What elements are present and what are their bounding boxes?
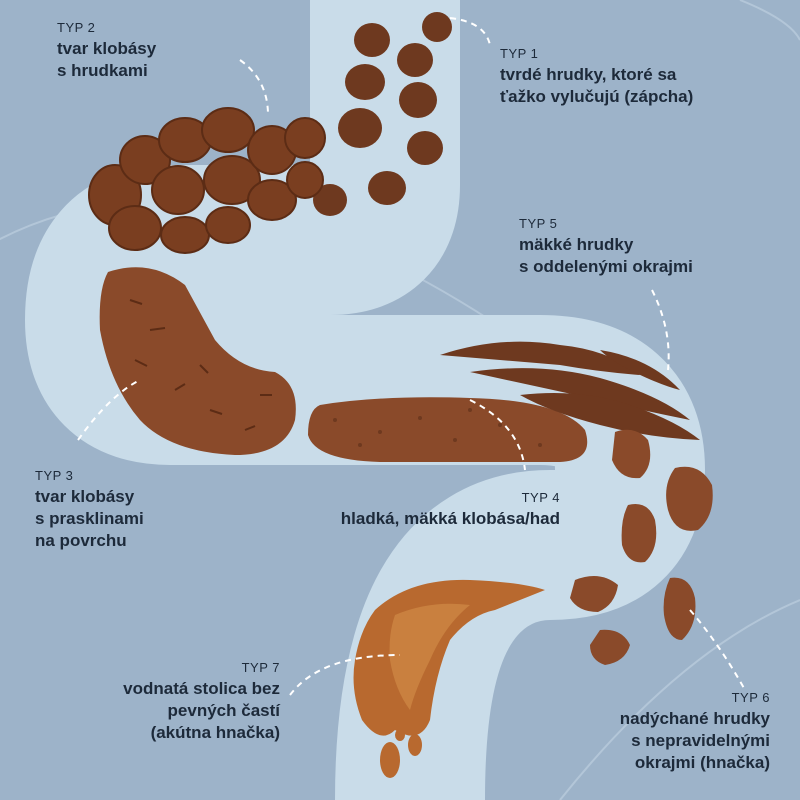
typ5-label: TYP 5 mäkké hrudky s oddelenými okrajmi <box>519 216 693 278</box>
typ1-label: TYP 1 tvrdé hrudky, ktoré sa ťažko vyluč… <box>500 46 693 108</box>
typ4-pointer <box>469 399 526 471</box>
typ3-title: TYP 3 <box>35 468 74 483</box>
typ7-desc-line1: vodnatá stolica bez <box>123 679 280 698</box>
typ6-desc-line1: nadýchané hrudky <box>619 709 770 728</box>
typ6-desc-line3: okrajmi (hnačka) <box>634 753 770 772</box>
typ4-label: TYP 4 hladká, mäkká klobása/had <box>341 490 560 530</box>
typ4-title: TYP 4 <box>521 490 560 505</box>
typ2-label: TYP 2 tvar klobásy s hrudkami <box>57 20 156 82</box>
typ7-desc-line2: pevných častí <box>167 701 280 720</box>
typ1-pointer <box>449 17 491 46</box>
typ3-desc-line3: na povrchu <box>35 531 127 550</box>
typ7-title: TYP 7 <box>241 660 280 675</box>
typ5-desc-line1: mäkké hrudky <box>519 235 634 254</box>
typ2-desc-line2: s hrudkami <box>57 61 148 80</box>
typ7-pointer <box>289 654 401 696</box>
typ6-stool <box>570 429 713 665</box>
typ7-label: TYP 7 vodnatá stolica bez pevných častí … <box>123 660 280 744</box>
typ2-stool <box>88 107 326 254</box>
typ4-desc-line1: hladká, mäkká klobása/had <box>340 509 560 528</box>
typ3-stool <box>99 267 296 455</box>
typ3-pointer <box>77 379 141 441</box>
typ7-stool <box>353 579 545 778</box>
typ5-title: TYP 5 <box>519 216 558 231</box>
typ5-stool <box>440 341 700 440</box>
typ1-title: TYP 1 <box>500 46 539 61</box>
typ2-title: TYP 2 <box>57 20 96 35</box>
typ3-label: TYP 3 tvar klobásy s prasklinami na povr… <box>35 468 144 552</box>
typ6-label: TYP 6 nadýchané hrudky s nepravidelnými … <box>620 690 770 774</box>
typ2-desc-line1: tvar klobásy <box>57 39 157 58</box>
typ7-desc-line3: (akútna hnačka) <box>150 723 280 742</box>
pointer-lines <box>77 17 746 696</box>
typ6-pointer <box>689 609 746 691</box>
typ3-desc-line2: s prasklinami <box>35 509 144 528</box>
typ5-desc-line2: s oddelenými okrajmi <box>519 257 693 276</box>
typ6-title: TYP 6 <box>731 690 770 705</box>
typ1-stool <box>313 12 452 216</box>
typ3-desc-line1: tvar klobásy <box>35 487 135 506</box>
typ1-desc-line1: tvrdé hrudky, ktoré sa <box>500 65 677 84</box>
typ1-desc-line2: ťažko vylučujú (zápcha) <box>500 87 694 106</box>
typ2-pointer <box>239 59 269 116</box>
typ6-desc-line2: s nepravidelnými <box>631 731 770 750</box>
